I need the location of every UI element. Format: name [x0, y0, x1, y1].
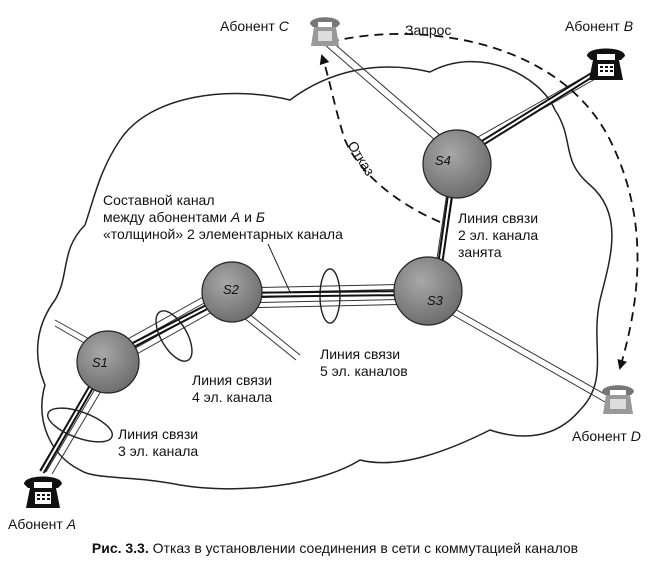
node-s2: S2 — [201, 261, 263, 323]
node-s1: S1 — [76, 330, 140, 394]
link5-ellipse — [319, 268, 341, 324]
subscriber-c-label: Абонент C — [220, 18, 289, 34]
svg-text:S3: S3 — [427, 293, 444, 308]
link-2-channels-busy-label: Линия связи 2 эл. канала занята — [458, 210, 539, 260]
node-s3: S3 — [393, 256, 463, 326]
telephone-icon-busy — [310, 17, 340, 46]
request-arrow — [329, 33, 639, 370]
link-5-channels-label: Линия связи 5 эл. каналов — [320, 346, 408, 379]
figure-caption-text: Отказ в установлении соединения в сети с… — [152, 540, 579, 556]
svg-text:S2: S2 — [223, 282, 240, 297]
composite-channel-label: Составной канал между абонентами А и Б «… — [103, 192, 343, 242]
subscriber-b-label: Абонент B — [565, 18, 634, 34]
telephone-icon-idle — [602, 385, 634, 414]
figure-number: Рис. 3.3. — [91, 540, 149, 556]
figure-caption: Рис. 3.3. Отказ в установлении соединени… — [0, 540, 670, 556]
network-diagram: S1 S2 S3 S4 — [24, 17, 639, 508]
link4-ellipse — [155, 310, 193, 362]
composite-label-pointer — [267, 243, 291, 293]
composite-channel-path — [39, 67, 602, 474]
node-s4: S4 — [422, 129, 492, 199]
request-label: Запрос — [405, 22, 452, 38]
telephone-icon — [24, 476, 62, 508]
refusal-arrow — [319, 54, 441, 223]
svg-text:S4: S4 — [435, 153, 451, 168]
link-4-channels-label: Линия связи 4 эл. канала — [192, 372, 273, 405]
subscriber-a-label: Абонент A — [8, 516, 77, 532]
telephone-icon — [587, 48, 625, 80]
network-cloud — [36, 61, 613, 490]
link-3-channels-label: Линия связи 3 эл. канала — [118, 426, 199, 459]
svg-text:S1: S1 — [92, 355, 108, 370]
subscriber-d-label: Абонент D — [572, 428, 641, 444]
link3-ellipse — [47, 407, 113, 443]
